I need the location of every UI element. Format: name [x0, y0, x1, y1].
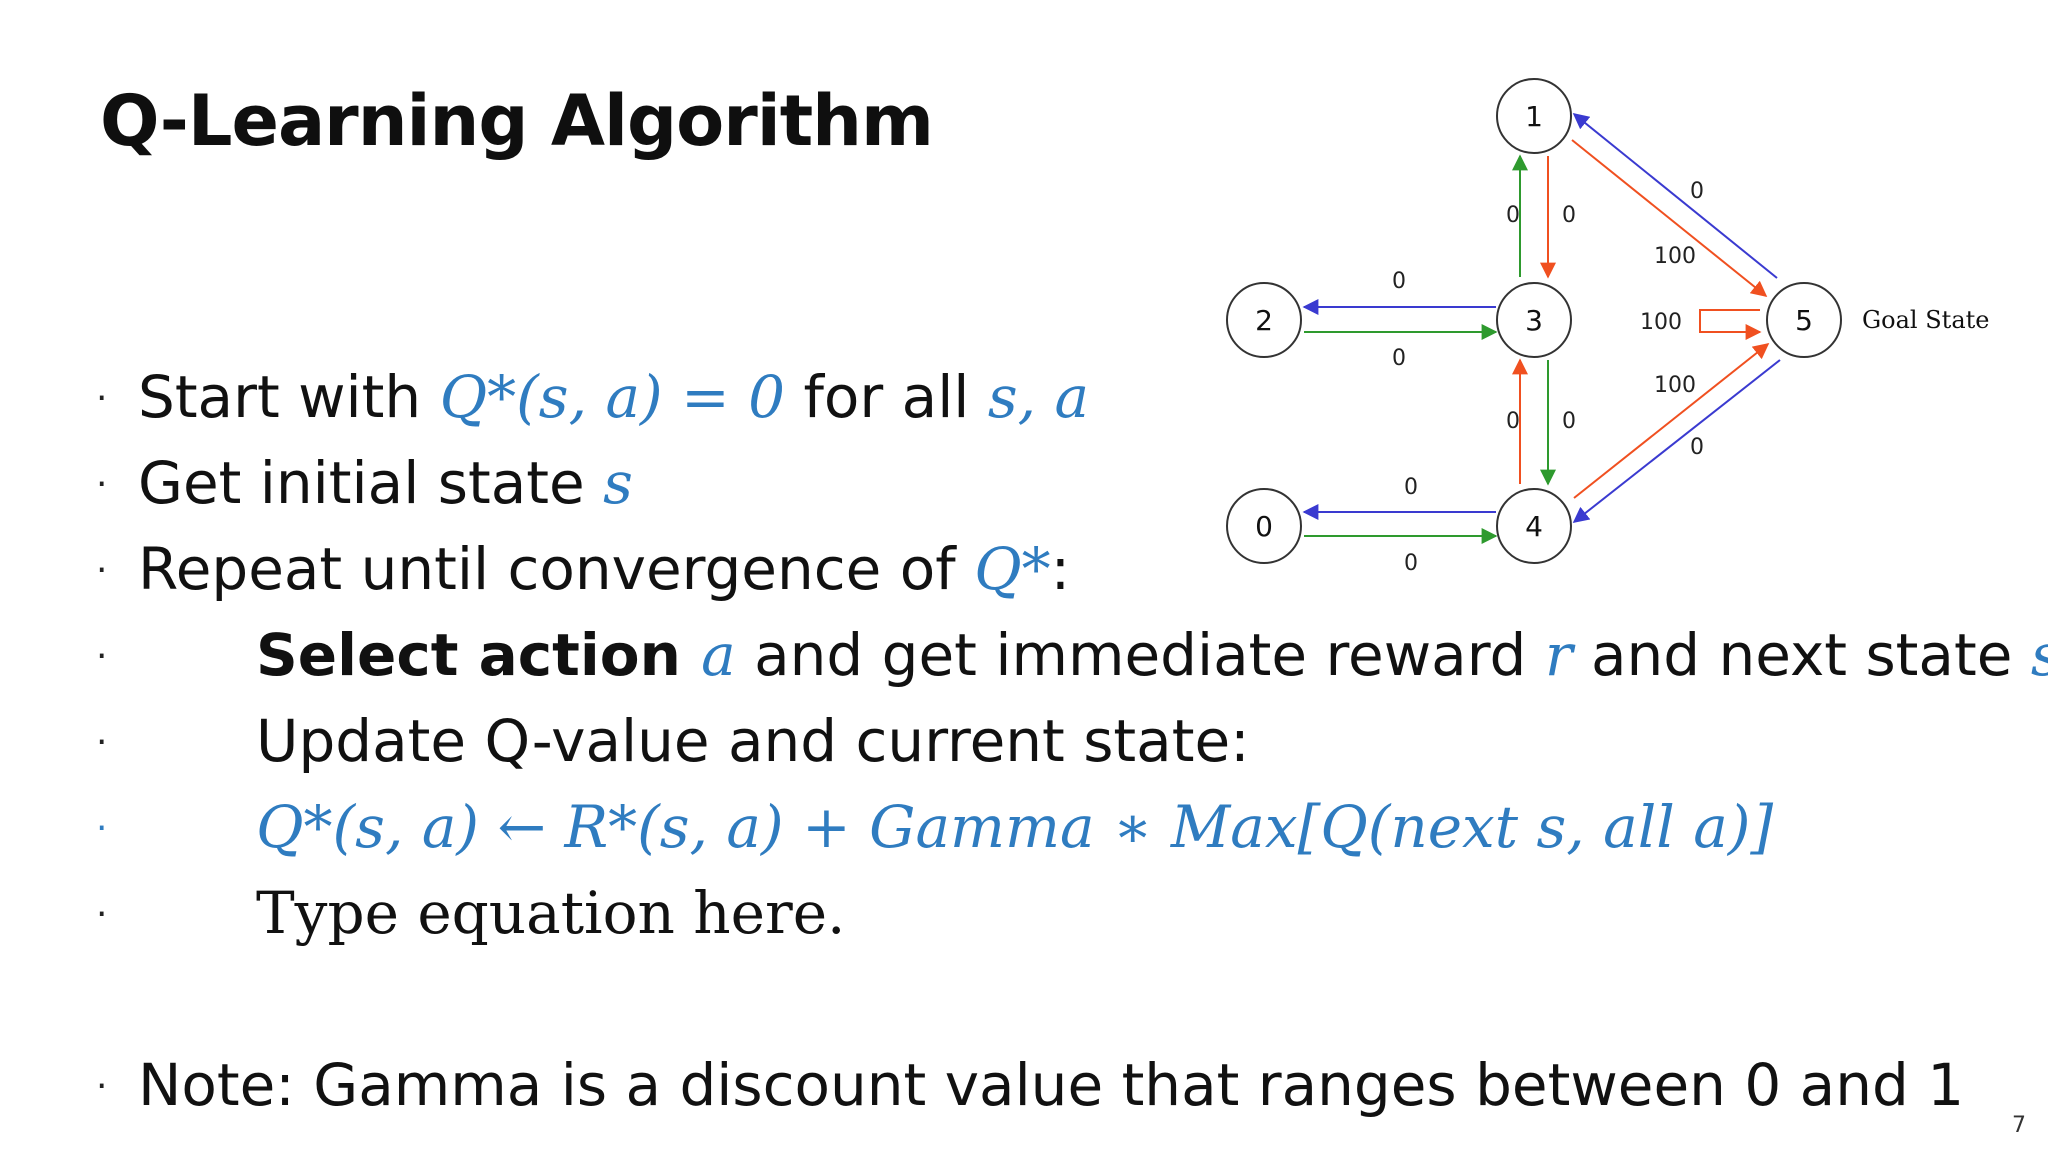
edge-label-5-4: 0 — [1690, 435, 1704, 460]
edge-label-3-2: 0 — [1392, 269, 1406, 294]
edge-1-to-5 — [1571, 139, 1768, 298]
bullet-4-t2: and next state — [1572, 621, 2031, 689]
node-2: 2 — [1226, 282, 1302, 358]
edge-5-to-4 — [1572, 359, 1781, 523]
bullet-8: Note: Gamma is a discount value that ran… — [138, 1056, 1964, 1114]
bullet-1-math: Q*(s, a) = 0 — [439, 363, 786, 431]
goal-state-label: Goal State — [1862, 306, 1989, 334]
bullet-2: Get initial state s — [138, 454, 633, 512]
bullet-3-math: Q* — [974, 535, 1051, 603]
bullet-4-m1: a — [701, 621, 736, 689]
node-4-label: 4 — [1525, 510, 1543, 543]
node-3-label: 3 — [1525, 304, 1543, 337]
edge-label-0-4: 0 — [1404, 551, 1418, 576]
slide-title: Q-Learning Algorithm — [100, 80, 934, 162]
edge-label-1-3: 0 — [1562, 203, 1576, 228]
bullet-4-m3: s′ — [2031, 621, 2048, 689]
bullet-1-text-mid: for all — [785, 363, 988, 431]
bullet-8-text: Note: Gamma is a discount value that ran… — [138, 1051, 1965, 1119]
edge-5-to-1 — [1572, 112, 1778, 279]
bullet-dot: · — [96, 894, 108, 935]
bullet-5: Update Q-value and current state: — [256, 712, 1250, 770]
bullet-4: Select action a and get immediate reward… — [256, 626, 2048, 684]
edge-label-3-4: 0 — [1562, 409, 1576, 434]
node-3: 3 — [1496, 282, 1572, 358]
edge-label-3-1: 0 — [1506, 203, 1520, 228]
bullet-1-math-end: s, a — [987, 363, 1090, 431]
equation-placeholder[interactable]: Type equation here. — [256, 879, 846, 947]
edge-label-2-3: 0 — [1392, 346, 1406, 371]
bullet-3: Repeat until convergence of Q*: — [138, 540, 1070, 598]
bullet-dot: · — [96, 722, 108, 763]
node-4: 4 — [1496, 488, 1572, 564]
edge-label-4-0: 0 — [1404, 475, 1418, 500]
bullet-3-text-after: : — [1050, 535, 1071, 603]
node-1-label: 1 — [1525, 100, 1543, 133]
bullet-dot: · — [96, 1066, 108, 1107]
bullet-4-bold: Select action — [256, 621, 702, 689]
node-0-label: 0 — [1255, 510, 1273, 543]
bullet-dot: · — [96, 636, 108, 677]
q-update-equation: Q*(s, a) ← R*(s, a) + Gamma ∗ Max[Q(next… — [256, 793, 1774, 861]
bullet-2-text: Get initial state — [138, 449, 604, 517]
node-5: 5 — [1766, 282, 1842, 358]
bullet-dot: · — [96, 464, 108, 505]
state-graph: 0 0 0 100 0 0 100 100 0 0 0 0 0 1 — [1226, 78, 1989, 576]
bullet-7[interactable]: Type equation here. — [256, 884, 845, 942]
edge-label-1-5: 100 — [1654, 244, 1696, 269]
bullet-4-t1: and get immediate reward — [735, 621, 1545, 689]
edge-4-to-5 — [1573, 343, 1770, 499]
bullet-dot: · — [96, 808, 108, 849]
node-5-label: 5 — [1795, 304, 1813, 337]
edge-label-4-3: 0 — [1506, 409, 1520, 434]
bullet-dot: · — [96, 550, 108, 591]
edge-label-4-5: 100 — [1654, 373, 1696, 398]
bullet-4-m2: r — [1544, 621, 1573, 689]
node-0: 0 — [1226, 488, 1302, 564]
bullet-dot: · — [96, 378, 108, 419]
edge-label-5-1: 0 — [1690, 179, 1704, 204]
edge-5-self-loop — [1699, 309, 1762, 340]
edge-label-5-5: 100 — [1640, 310, 1682, 335]
bullet-1: Start with Q*(s, a) = 0 for all s, a — [138, 368, 1089, 426]
bullet-1-text: Start with — [138, 363, 440, 431]
bullet-6: Q*(s, a) ← R*(s, a) + Gamma ∗ Max[Q(next… — [256, 798, 1773, 856]
node-1: 1 — [1496, 78, 1572, 154]
bullet-5-text: Update Q-value and current state: — [256, 707, 1250, 775]
bullet-3-text: Repeat until convergence of — [138, 535, 975, 603]
node-2-label: 2 — [1255, 304, 1273, 337]
bullet-2-math: s — [603, 449, 633, 517]
page-number: 7 — [2012, 1113, 2026, 1138]
